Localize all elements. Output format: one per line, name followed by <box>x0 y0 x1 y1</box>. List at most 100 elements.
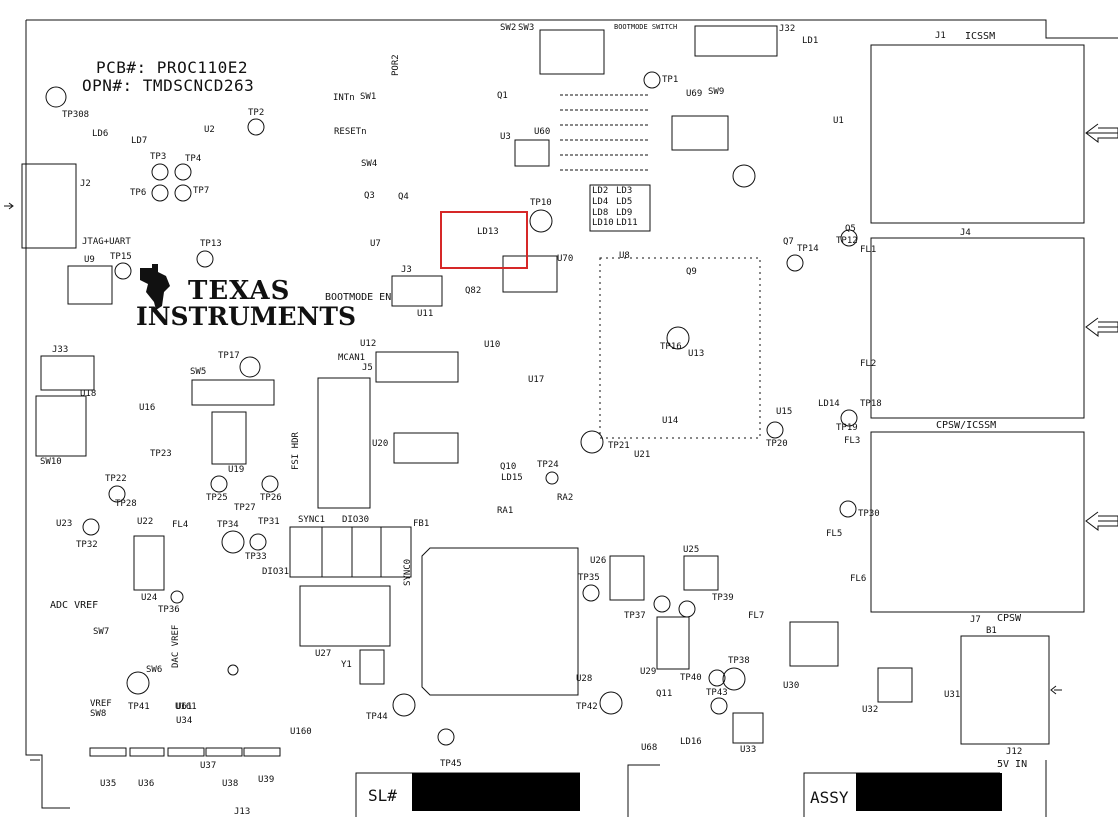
label-dio30: DIO30 <box>342 515 370 525</box>
designator-tp35: TP35 <box>578 573 600 583</box>
designator-tp14: TP14 <box>797 244 819 254</box>
designator-u19: U19 <box>228 465 245 475</box>
designator-j32: J32 <box>779 24 796 34</box>
label-dac-vref: DAC VREF <box>171 624 181 668</box>
label-jtag: JTAG+UART <box>82 237 131 247</box>
designator-sw3: SW3 <box>518 23 535 33</box>
designator-ld1: LD1 <box>802 36 819 46</box>
designator-j33: J33 <box>52 345 69 355</box>
designator-u25: U25 <box>683 545 700 555</box>
designator-fl4: FL4 <box>172 520 189 530</box>
designator-u61: U61 <box>176 702 193 712</box>
designator-u69: U69 <box>686 89 703 99</box>
designator-tp24: TP24 <box>537 460 559 470</box>
designator-u30: U30 <box>783 681 800 691</box>
designator-u36: U36 <box>138 779 155 789</box>
designator-ra2: RA2 <box>557 493 574 503</box>
designator-tp39: TP39 <box>712 593 734 603</box>
designator-fl6: FL6 <box>850 574 867 584</box>
designator-tp2: TP2 <box>248 108 265 118</box>
designator-j5: J5 <box>362 363 373 373</box>
designator-u17: U17 <box>528 375 545 385</box>
designator-q82: Q82 <box>465 286 482 296</box>
designator-u18: U18 <box>80 389 97 399</box>
designator-fl2: FL2 <box>860 359 877 369</box>
designator-fl5: FL5 <box>826 529 843 539</box>
designator-u10: U10 <box>484 340 501 350</box>
designator-ld4: LD4 <box>592 197 609 207</box>
designator-u38: U38 <box>222 779 239 789</box>
designator-sw8: SW8 <box>90 709 107 719</box>
designator-u68: U68 <box>641 743 658 753</box>
designator-j7: J7 <box>970 615 981 625</box>
designator-u34: U34 <box>176 716 193 726</box>
designator-tp36: TP36 <box>158 605 180 615</box>
designator-u29: U29 <box>640 667 657 677</box>
designator-u11: U11 <box>417 309 434 319</box>
opn-number: OPN#: TMDSCNCD263 <box>82 76 255 95</box>
designator-u32: U32 <box>862 705 879 715</box>
designator-u27: U27 <box>315 649 332 659</box>
designator-tp12: TP12 <box>836 236 858 246</box>
designator-tp13: TP13 <box>200 239 222 249</box>
designator-tp42: TP42 <box>576 702 598 712</box>
designator-q11: Q11 <box>656 689 673 699</box>
pcb-number: PCB#: PROC110E2 <box>96 58 248 77</box>
designator-tp20: TP20 <box>766 439 788 449</box>
designator-sw2: SW2 <box>500 23 517 33</box>
designator-j3: J3 <box>401 265 412 275</box>
designator-u15: U15 <box>776 407 793 417</box>
designator-tp33: TP33 <box>245 552 267 562</box>
designator-b1: B1 <box>986 626 997 636</box>
designator-u161: U161 <box>175 702 197 712</box>
designator-u3: U3 <box>500 132 511 142</box>
designator-q1: Q1 <box>497 91 508 101</box>
designator-tp22: TP22 <box>105 474 127 484</box>
designator-sw10: SW10 <box>40 457 62 467</box>
label-resetn: RESETn <box>334 127 367 137</box>
designator-j12: J12 <box>1006 747 1023 757</box>
designator-tp4: TP4 <box>185 154 202 164</box>
designator-u35: U35 <box>100 779 117 789</box>
designator-tp28: TP28 <box>115 499 137 509</box>
designator-tp41: TP41 <box>128 702 150 712</box>
designator-u28: U28 <box>576 674 593 684</box>
label-mcan1: MCAN1 <box>338 353 366 363</box>
designator-u13: U13 <box>688 349 705 359</box>
label-adc-vref: ADC VREF <box>50 600 99 611</box>
label-vref: VREF <box>90 699 112 709</box>
designator-tp23: TP23 <box>150 449 172 459</box>
label-bootmode-switch: BOOTMODE SWITCH <box>614 23 678 31</box>
designator-u21: U21 <box>634 450 651 460</box>
designator-tp21: TP21 <box>608 441 630 451</box>
designator-ld16: LD16 <box>680 737 702 747</box>
designator-u33: U33 <box>740 745 757 755</box>
designator-ld10: LD10 <box>592 218 614 228</box>
designator-tp32: TP32 <box>76 540 98 550</box>
ti-logo-icon <box>140 264 170 310</box>
designator-tp37: TP37 <box>624 611 646 621</box>
designator-ld9: LD9 <box>616 208 633 218</box>
designator-tp18: TP18 <box>860 399 882 409</box>
designator-sw1: SW1 <box>360 92 377 102</box>
designator-ld14: LD14 <box>818 399 840 409</box>
designator-tp43: TP43 <box>706 688 728 698</box>
designator-sw7: SW7 <box>93 627 110 637</box>
designator-u16: U16 <box>139 403 156 413</box>
designator-fl3: FL3 <box>844 436 861 446</box>
designator-u31: U31 <box>944 690 961 700</box>
designator-j1: J1 <box>935 31 946 41</box>
label-fsi-hdr: FSI HDR <box>291 432 301 470</box>
designator-u8: U8 <box>619 251 630 261</box>
designator-tp3: TP3 <box>150 152 167 162</box>
designator-u1: U1 <box>833 116 844 126</box>
designator-q3: Q3 <box>364 191 375 201</box>
designator-ld5: LD5 <box>616 197 633 207</box>
designator-sw6: SW6 <box>146 665 163 675</box>
label-5v-in: 5V IN <box>997 759 1028 770</box>
designator-tp15: TP15 <box>110 252 132 262</box>
label-icssm: ICSSM <box>965 31 996 42</box>
designator-ld11: LD11 <box>616 218 638 228</box>
designator-tp27: TP27 <box>234 503 256 513</box>
designator-u14: U14 <box>662 416 679 426</box>
